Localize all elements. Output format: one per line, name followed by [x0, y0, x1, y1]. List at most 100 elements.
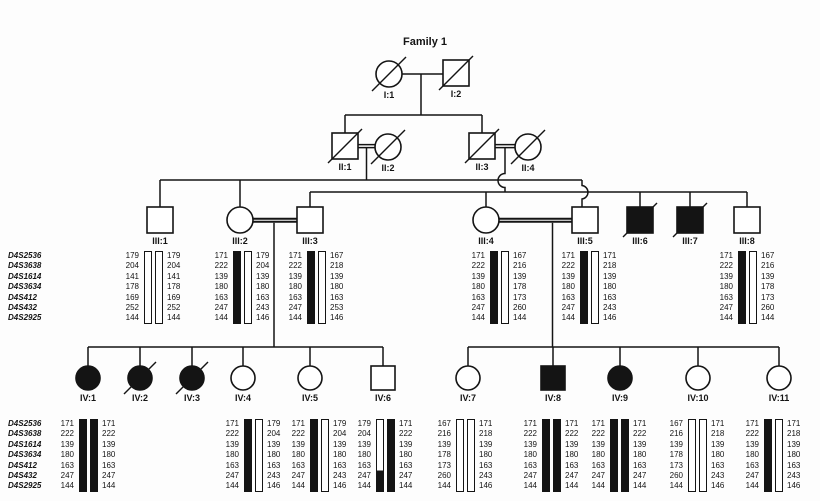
marker-label: D4S1614: [8, 439, 42, 449]
allele-value: 204: [256, 261, 270, 271]
haplotype-bar-filled: [737, 251, 746, 324]
allele-value: 144: [399, 481, 413, 491]
haplotype-bar-open: [243, 251, 252, 324]
pedigree-symbol-female: [230, 365, 256, 391]
haplotype-bar-filled: [552, 419, 561, 492]
allele-value: 146: [256, 313, 270, 323]
allele-value: 139: [745, 439, 759, 449]
allele-value: 216: [669, 429, 683, 439]
pedigree-symbol-male-affected: [540, 365, 566, 391]
allele-value: 222: [60, 429, 74, 439]
haplotype-bar-filled: [489, 251, 498, 324]
allele-value: 260: [513, 303, 527, 313]
pedigree-symbol-female: [766, 365, 792, 391]
allele-value: 139: [591, 439, 605, 449]
haplotype-bar-open: [317, 251, 326, 324]
allele-value: 139: [711, 439, 725, 449]
allele-value: 139: [603, 271, 617, 281]
deceased-slash-icon: [371, 56, 407, 92]
allele-value: 179: [125, 251, 139, 260]
allele-value: 171: [399, 419, 413, 428]
allele-value: 180: [357, 450, 371, 460]
allele-value: 144: [225, 481, 239, 491]
deceased-slash-icon: [175, 361, 209, 395]
allele-value: 180: [603, 282, 617, 292]
allele-value: 216: [761, 261, 775, 271]
pedigree-symbol-female: [297, 365, 323, 391]
allele-value: 204: [125, 261, 139, 271]
allele-value: 180: [471, 282, 485, 292]
individual-label: IV:5: [302, 393, 318, 403]
allele-value: 247: [523, 471, 537, 481]
allele-value: 139: [479, 439, 493, 449]
allele-value: 180: [291, 450, 305, 460]
allele-value: 139: [399, 439, 413, 449]
allele-value: 222: [288, 261, 302, 271]
deceased-slash-icon: [370, 129, 406, 165]
individual-label: IV:9: [612, 393, 628, 403]
allele-value: 180: [479, 450, 493, 460]
allele-value: 204: [333, 429, 347, 439]
individual-label: III:2: [232, 236, 248, 246]
allele-value: 163: [291, 460, 305, 470]
haplotype-bar-filled: [309, 419, 318, 492]
allele-value: 178: [167, 282, 181, 292]
individual-label: IV:7: [460, 393, 476, 403]
marker-label: D4S2536: [8, 419, 42, 428]
allele-value: 247: [225, 471, 239, 481]
marker-label: D4S3634: [8, 450, 42, 460]
deceased-slash-icon: [672, 202, 708, 238]
pedigree-symbol-male: [146, 206, 174, 234]
pedigree-symbol-female-affected: [75, 365, 101, 391]
haplotype-bar-filled: [89, 419, 98, 492]
allele-value: 171: [633, 419, 647, 428]
allele-value: 146: [603, 313, 617, 323]
allele-value: 163: [333, 460, 347, 470]
allele-value: 247: [399, 471, 413, 481]
pedigree-symbol-female: [472, 206, 500, 234]
allele-value: 173: [513, 292, 527, 302]
deceased-slash-icon: [327, 128, 363, 164]
haplotype-bar-filled: [306, 251, 315, 324]
allele-value: 178: [437, 450, 451, 460]
allele-value: 144: [167, 313, 181, 323]
haplotype-bar-open: [320, 419, 329, 492]
pedigree-symbol-female: [685, 365, 711, 391]
allele-value: 139: [669, 439, 683, 449]
deceased-slash-icon: [622, 202, 658, 238]
individual-label: IV:6: [375, 393, 391, 403]
haplotype-bar-open: [500, 251, 509, 324]
allele-value: 163: [565, 460, 579, 470]
allele-value: 163: [399, 460, 413, 470]
individual-label: I:1: [384, 90, 395, 100]
allele-value: 180: [745, 450, 759, 460]
haplotype-bar-filled: [763, 419, 772, 492]
consanguineous-marriage-line: [495, 143, 515, 149]
allele-value: 222: [633, 429, 647, 439]
allele-value: 139: [333, 439, 347, 449]
allele-value: 179: [167, 251, 181, 260]
allele-value: 144: [561, 313, 575, 323]
marker-label: D4S1614: [8, 271, 42, 281]
haplotype-bar-open: [143, 251, 152, 324]
allele-value: 163: [214, 292, 228, 302]
allele-value: 139: [357, 439, 371, 449]
allele-value: 222: [565, 429, 579, 439]
allele-value: 171: [214, 251, 228, 260]
